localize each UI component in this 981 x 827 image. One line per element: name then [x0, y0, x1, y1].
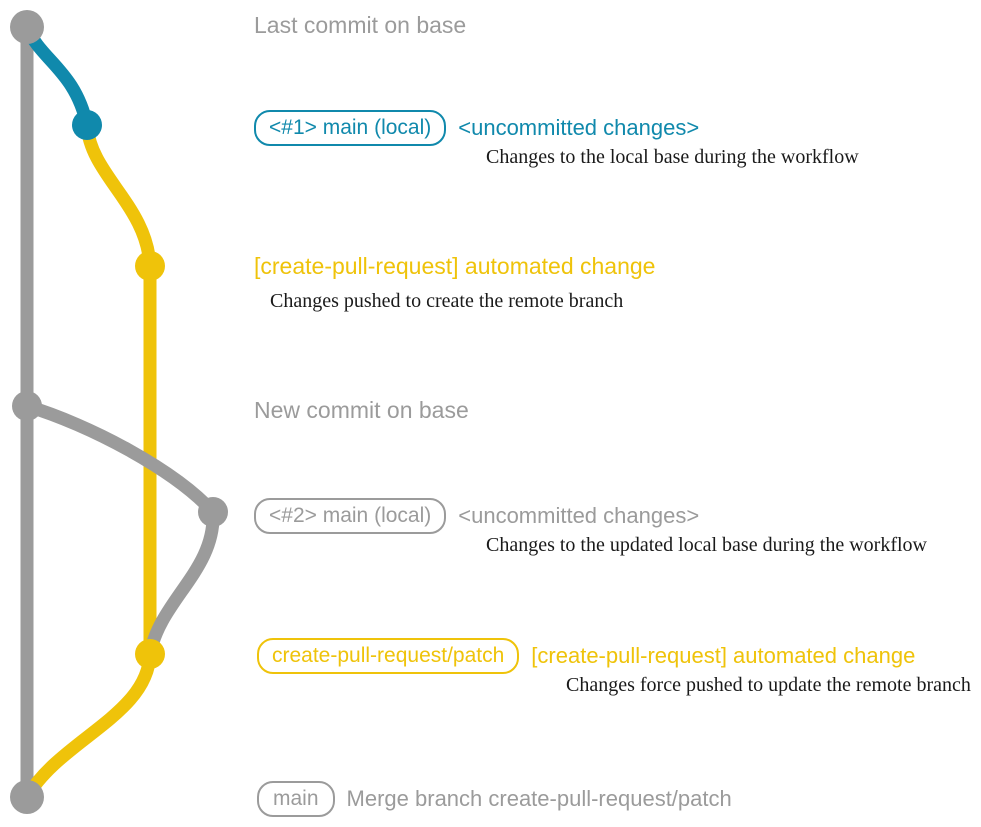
commit-message-remote-create: [create-pull-request] automated change — [254, 253, 656, 279]
branch-line-merge — [20, 647, 157, 804]
commit-description-remote-create: Changes pushed to create the remote bran… — [270, 290, 624, 312]
commit-description-local-1: Changes to the local base during the wor… — [486, 146, 859, 168]
branch-pill-local-1[interactable]: <#1> main (local) — [254, 110, 447, 146]
branch-line-base-to-local-2 — [20, 399, 220, 519]
commit-message-local-1: <uncommitted changes> — [458, 115, 700, 140]
commit-description-local-2: Changes to the updated local base during… — [486, 534, 927, 556]
commit-row-remote-update: create-pull-request/patch [create-pull-r… — [257, 638, 915, 674]
commit-node-local-commit-1[interactable] — [72, 110, 102, 140]
branch-pill-remote-update[interactable]: create-pull-request/patch — [257, 638, 520, 674]
commit-node-base-commit-2[interactable] — [12, 391, 42, 421]
commit-node-local-commit-2[interactable] — [198, 497, 228, 527]
commit-node-remote-commit-2[interactable] — [135, 639, 165, 669]
commit-message-merge: Merge branch create-pull-request/patch — [346, 786, 732, 811]
branch-pill-main[interactable]: main — [257, 781, 335, 817]
commit-row-local-1: <#1> main (local) <uncommitted changes> — [254, 110, 699, 146]
commit-row-local-2: <#2> main (local) <uncommitted changes> — [254, 498, 699, 534]
commit-node-remote-commit-1[interactable] — [135, 251, 165, 281]
commit-message-remote-update: [create-pull-request] automated change — [531, 643, 916, 668]
commit-message-last-commit-on-base: Last commit on base — [254, 12, 467, 38]
commit-node-merge-commit[interactable] — [10, 780, 44, 814]
branch-line-local-2-to-remote-2 — [143, 505, 220, 661]
branch-line-remote-1 — [80, 118, 157, 273]
commit-message-local-2: <uncommitted changes> — [458, 503, 700, 528]
branch-line-local-1 — [20, 20, 94, 132]
commit-description-remote-update: Changes force pushed to update the remot… — [566, 674, 971, 696]
commit-row-merge: main Merge branch create-pull-request/pa… — [257, 781, 732, 817]
commit-message-new-commit-on-base: New commit on base — [254, 397, 469, 423]
commit-node-base-head[interactable] — [10, 10, 44, 44]
branch-pill-local-2[interactable]: <#2> main (local) — [254, 498, 447, 534]
